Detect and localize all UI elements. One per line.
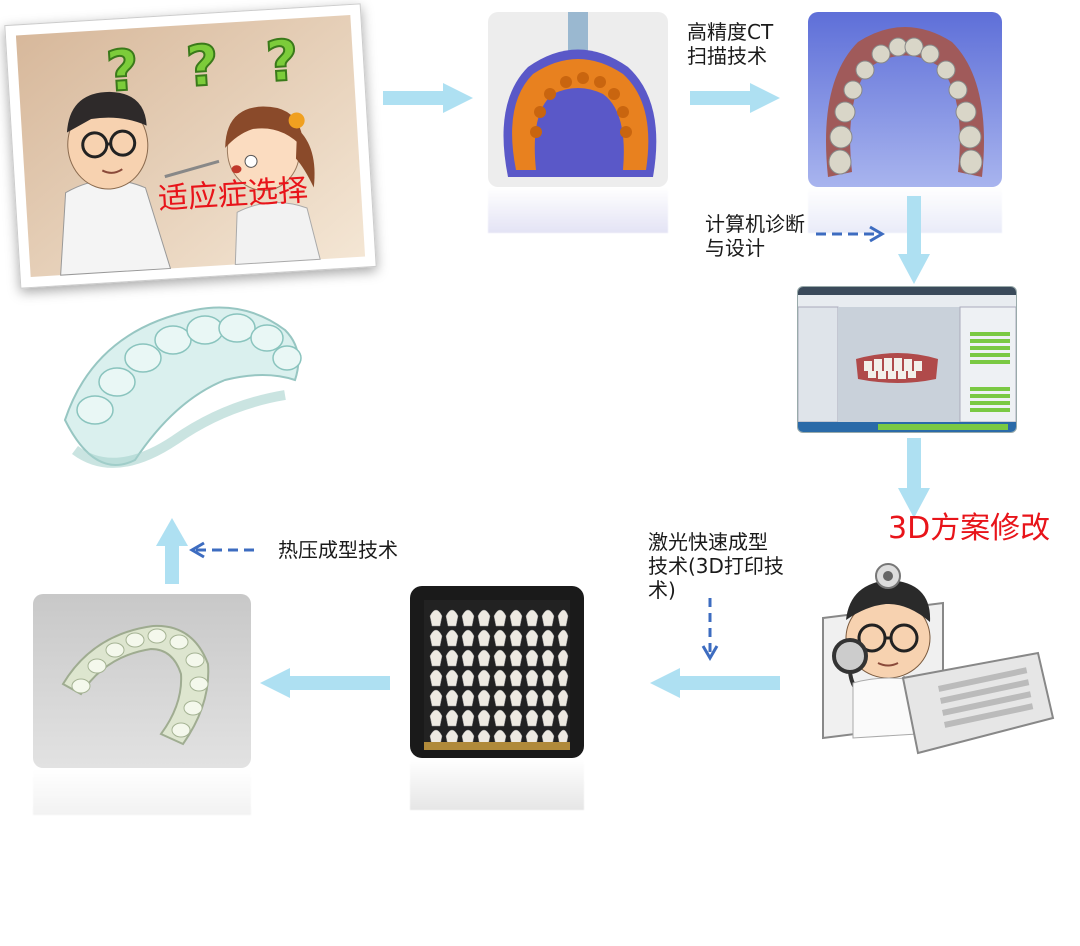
aligner-reflection: [33, 770, 251, 815]
dashed-arrow-left-icon: [189, 541, 258, 559]
plan-modify-label: 3D方案修改: [888, 511, 1051, 546]
dental-arch-3d-scan: [808, 12, 1002, 187]
printed-models-reflection: [410, 760, 584, 810]
arrow-right-icon: [690, 83, 780, 113]
thermoforming-label: 热压成型技术: [278, 538, 398, 562]
arrow-left-icon: [650, 668, 780, 698]
arrow-right-icon: [383, 83, 473, 113]
design-software-screenshot: [797, 286, 1017, 433]
printed-models-tray: [410, 586, 584, 758]
question-icon: ?: [183, 32, 221, 101]
impression-photo: [488, 12, 668, 187]
doctor-child-illustration: [15, 15, 366, 277]
ct-scan-label: 高精度CT 扫描技术: [687, 20, 774, 68]
computer-design-label: 计算机诊断 与设计: [705, 212, 805, 260]
dashed-arrow-down-icon: [701, 598, 719, 661]
arrow-up-icon: [156, 518, 188, 584]
question-icon: ?: [263, 27, 301, 96]
clear-aligner-closeup: [55, 290, 315, 500]
arrow-down-icon: [898, 438, 930, 518]
impression-reflection: [488, 188, 668, 233]
doctor-laptop-illustration: [808, 548, 1058, 773]
aligner-photo: [33, 594, 251, 768]
arrow-left-icon: [260, 668, 390, 698]
arrow-down-icon: [898, 196, 930, 284]
indication-photo: ? ? ? 适应症选择: [4, 3, 377, 289]
laser-forming-label: 激光快速成型 技术(3D打印技 术): [648, 530, 784, 602]
dashed-arrow-right-icon: [816, 225, 885, 243]
question-icon: ?: [103, 37, 141, 106]
